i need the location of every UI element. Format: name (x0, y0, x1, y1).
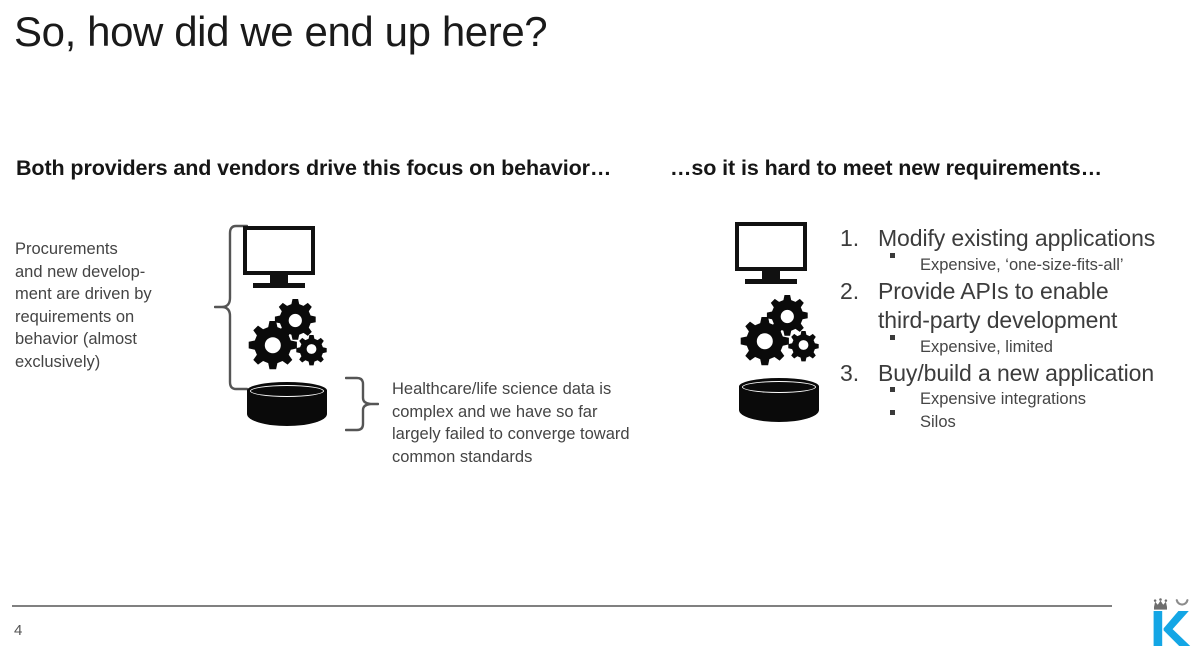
cylinder-top-rim (742, 380, 816, 393)
gears-icon (738, 293, 824, 367)
list-item-marker: 2. (840, 277, 859, 304)
list-item-label: Provide APIs to enable third-party devel… (878, 277, 1118, 334)
list-item: 2. Provide APIs to enable third-party de… (840, 277, 1200, 359)
right-icon-stack (735, 222, 824, 428)
list-item: 1. Modify existing applications Expensiv… (840, 224, 1200, 277)
curly-brace-right-icon (345, 376, 379, 432)
sub-list-item-label: Expensive integrations (920, 390, 1087, 408)
list-item-row: 1. Modify existing applications (840, 224, 1200, 254)
sub-list-item: Expensive integrations (878, 387, 1200, 411)
left-icon-stack (243, 226, 332, 432)
square-bullet-icon (878, 252, 920, 259)
cylinder-top-rim (250, 384, 324, 397)
list-item-row: 2. Provide APIs to enable third-party de… (840, 277, 1200, 336)
page-number: 4 (14, 622, 23, 639)
note-line: exclusively) (15, 352, 101, 371)
healthcare-data-note: Healthcare/life science data is complex … (392, 378, 702, 468)
note-line: behavior (almost (15, 330, 137, 349)
list-item-marker: 3. (840, 359, 859, 386)
sub-list-item-label: Silos (920, 413, 956, 431)
sub-list-item: Expensive, limited (878, 334, 1200, 359)
note-line: Healthcare/life science data is (392, 380, 612, 398)
list-item: 3. Buy/build a new application Expensive… (840, 359, 1200, 435)
sub-list-item-label: Expensive, ‘one-size-fits-all’ (920, 255, 1124, 274)
monitor-base (253, 283, 305, 288)
sub-list-item: Expensive, ‘one-size-fits-all’ (878, 252, 1200, 277)
right-column-heading: …so it is hard to meet new requirements… (670, 156, 1103, 180)
square-bullet-icon (878, 387, 920, 393)
list-item-marker: 1. (840, 225, 859, 251)
note-line: Procurements (15, 240, 118, 258)
note-line: requirements on (15, 307, 135, 326)
left-column-note: Procurements and new develop- ment are d… (15, 238, 195, 374)
list-item-label: Buy/build a new application (878, 359, 1155, 386)
monitor-neck (762, 271, 780, 280)
note-line: and new develop- (15, 262, 146, 281)
monitor-icon (735, 222, 817, 284)
monitor-icon (243, 226, 325, 288)
monitor-screen (243, 226, 315, 275)
monitor-base (745, 279, 797, 284)
requirements-numbered-list: 1. Modify existing applications Expensiv… (840, 224, 1200, 434)
karolinska-k-logo (1148, 598, 1194, 648)
footer-divider (12, 605, 1112, 607)
note-line: complex and we have so far (392, 402, 598, 421)
crescent-icon (1175, 599, 1189, 606)
note-line: largely failed to converge toward (392, 425, 630, 444)
square-bullet-icon (878, 334, 920, 341)
list-item-label: Modify existing applications (878, 225, 1156, 251)
sub-list-item-label: Expensive, limited (920, 337, 1053, 356)
database-cylinder-icon (247, 382, 327, 432)
left-column-heading: Both providers and vendors drive this fo… (16, 156, 612, 180)
page-title: So, how did we end up here? (14, 8, 548, 55)
square-bullet-icon (878, 410, 920, 416)
note-line: ment are driven by (15, 285, 152, 304)
curly-brace-left-icon (214, 224, 248, 392)
gears-icon (246, 297, 332, 371)
letter-k (1153, 611, 1191, 646)
monitor-neck (270, 275, 288, 284)
note-line: common standards (392, 447, 533, 466)
crown-icon (1153, 598, 1168, 610)
list-item-row: 3. Buy/build a new application (840, 359, 1200, 389)
sub-list-item: Silos (878, 410, 1200, 434)
database-cylinder-icon (739, 378, 819, 428)
monitor-screen (735, 222, 807, 271)
